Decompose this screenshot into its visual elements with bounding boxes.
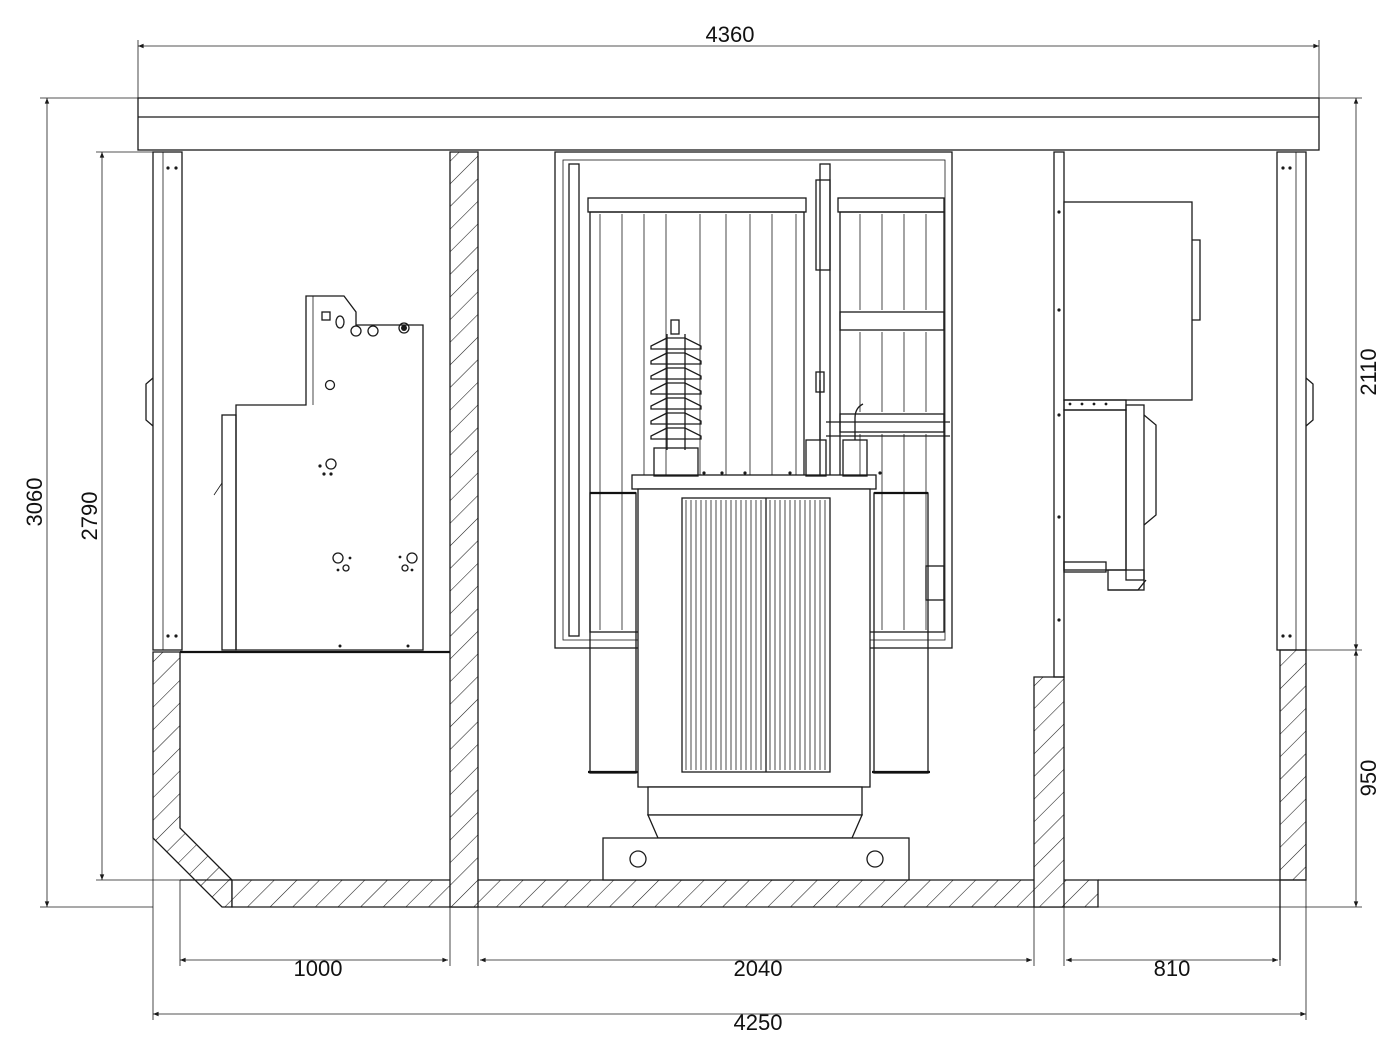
transformer bbox=[588, 319, 950, 881]
left-outer-wall bbox=[145, 151, 183, 651]
right-outer-wall bbox=[1276, 151, 1314, 651]
dimensions bbox=[40, 40, 1362, 1020]
dim-overall-height: 3060 bbox=[22, 478, 47, 527]
dim-room-left-width: 1000 bbox=[294, 956, 343, 981]
lv-panel bbox=[1063, 201, 1201, 591]
dim-overall-length-top: 4360 bbox=[706, 22, 755, 47]
dim-overall-length-bottom: 4250 bbox=[734, 1010, 783, 1035]
dim-lower-height: 950 bbox=[1356, 760, 1381, 797]
switchgear-cabinet bbox=[213, 295, 424, 651]
foundation-walls bbox=[152, 151, 1307, 960]
column-right bbox=[1053, 151, 1065, 678]
roof bbox=[137, 97, 1320, 151]
dim-upper-height: 2110 bbox=[1356, 348, 1381, 395]
dim-inner-height: 2790 bbox=[77, 492, 102, 541]
dim-room-right-width: 810 bbox=[1154, 956, 1191, 981]
dim-room-middle-width: 2040 bbox=[734, 956, 783, 981]
